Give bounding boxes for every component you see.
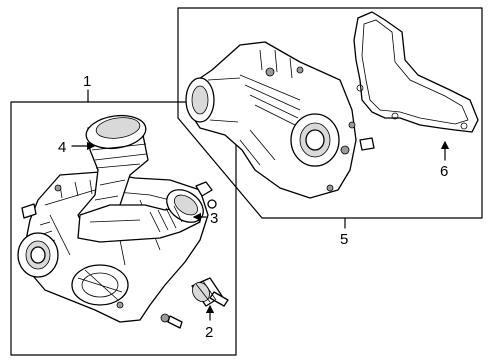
water-pump-assembly [185, 41, 375, 199]
assembly-frame-right [177, 7, 483, 219]
assembly-frame-left [10, 101, 237, 356]
callout-3: 3 [210, 210, 218, 227]
callout-2: 2 [205, 324, 213, 341]
callout-5: 5 [340, 231, 348, 248]
callout-4: 4 [58, 139, 66, 156]
sensor-part-2 [191, 277, 229, 307]
callout-6: 6 [440, 163, 448, 180]
hose-part-4 [77, 114, 149, 231]
gasket-part-6 [353, 11, 479, 133]
pipe-part-3 [77, 189, 204, 243]
callout-1: 1 [83, 73, 91, 90]
